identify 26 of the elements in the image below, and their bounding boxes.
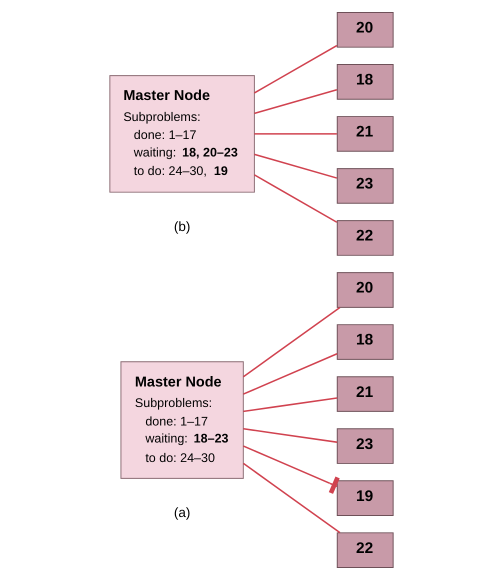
node-box: 22 (336, 220, 394, 256)
connector (242, 462, 340, 534)
connector (243, 445, 340, 494)
label: (b) (174, 218, 190, 234)
node-box: 21 (336, 376, 394, 412)
node-box: 23 (336, 168, 394, 204)
node-box: 21 (336, 116, 394, 152)
connector (254, 133, 337, 135)
node-box: 19 (336, 480, 394, 516)
node-box: Master Node Subproblems: done: 1–17 waiting: 18, 20–23 to do: 24–30, 19 (109, 75, 255, 193)
connector (254, 44, 338, 94)
connector (242, 306, 340, 378)
node-box: Master Node Subproblems: done: 1–17 waiting: 18–23 to do: 24–30 (120, 361, 244, 479)
node-box: 22 (336, 532, 394, 568)
connector (254, 154, 338, 179)
connector (243, 397, 338, 412)
node-box: 23 (336, 428, 394, 464)
node-box: 20 (336, 12, 394, 48)
node-box: 18 (336, 324, 394, 360)
connector (243, 353, 338, 395)
node-box: 20 (336, 272, 394, 308)
connector (254, 89, 338, 114)
connector (254, 174, 338, 223)
label: (a) (174, 505, 190, 520)
connector (243, 428, 338, 443)
node-box: 18 (336, 64, 394, 100)
